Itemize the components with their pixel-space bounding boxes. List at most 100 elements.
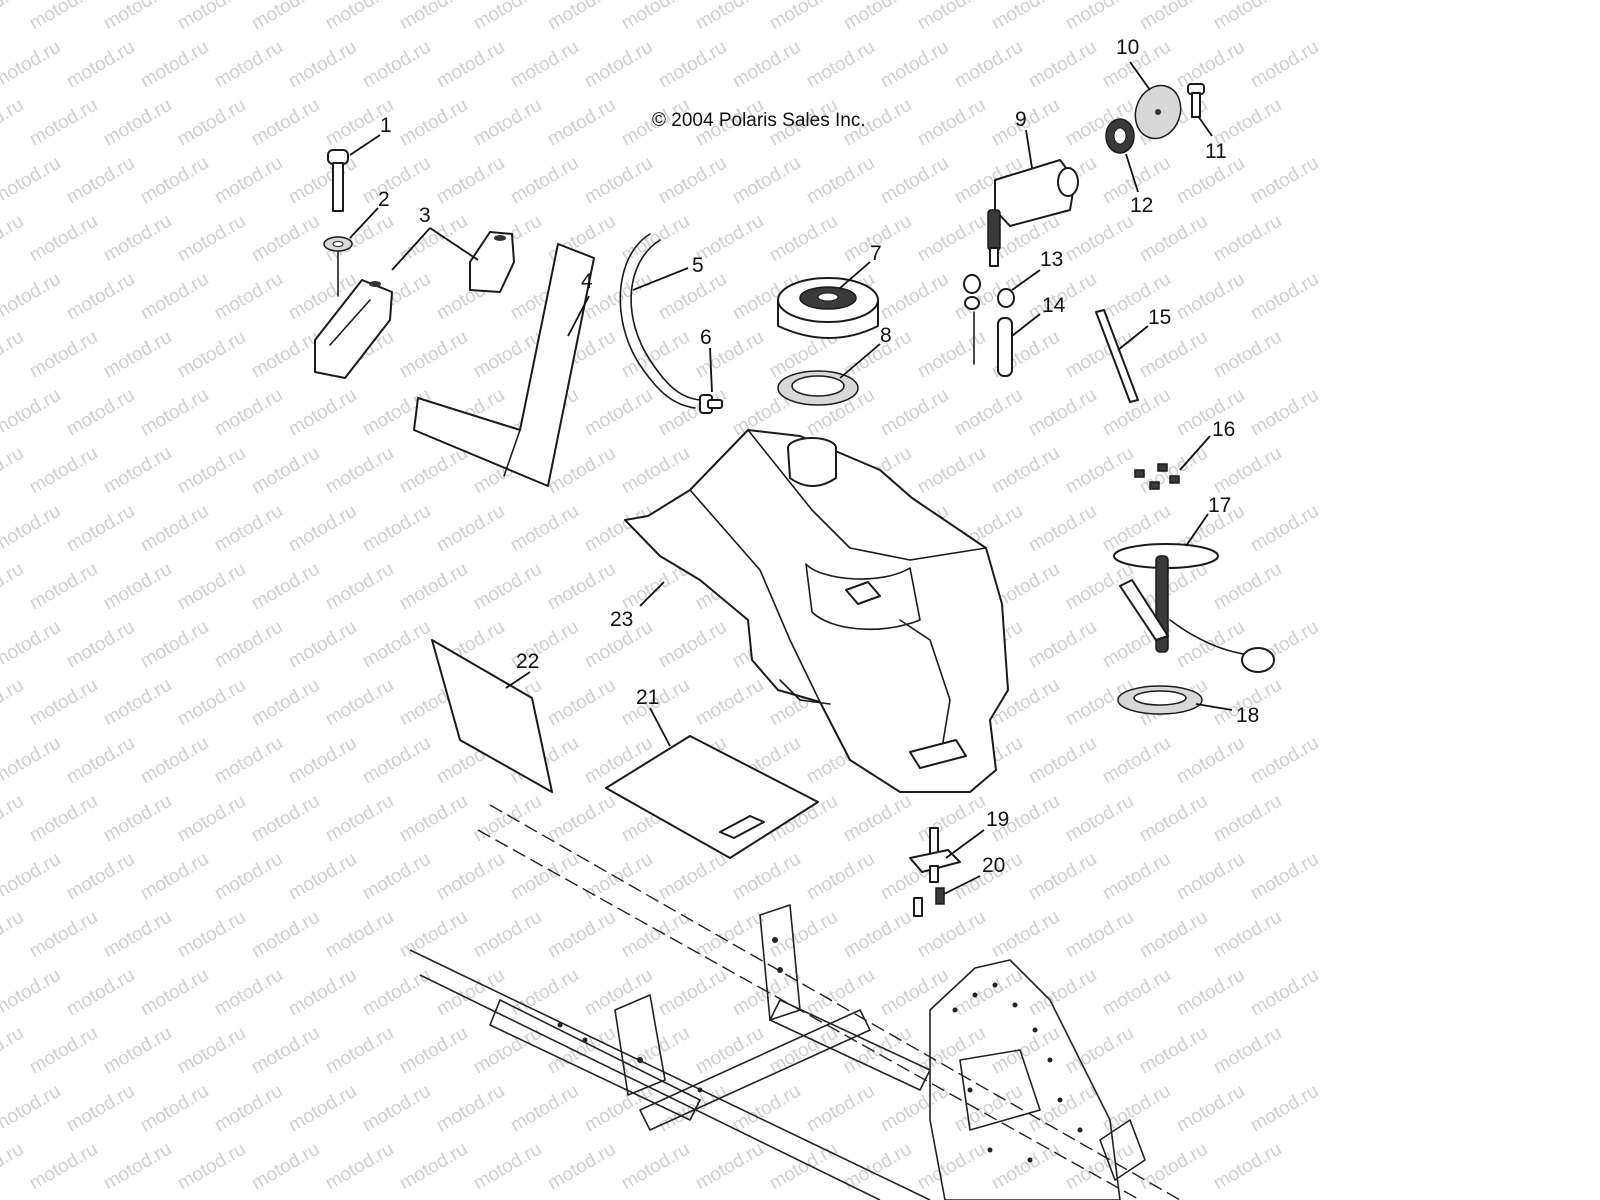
watermark-text: motod.ru (0, 907, 27, 963)
callout-11: 11 (1205, 140, 1227, 163)
watermark-text: motod.ru (174, 1023, 249, 1079)
watermark-text: motod.ru (655, 849, 730, 905)
part-22-pad (431, 639, 553, 793)
watermark-text: motod.ru (840, 791, 915, 847)
watermark-text: motod.ru (1247, 965, 1322, 1021)
watermark-text: motod.ru (322, 0, 397, 34)
watermark-text: motod.ru (1062, 791, 1137, 847)
callout-18: 18 (1236, 704, 1259, 727)
watermark-text: motod.ru (1173, 1081, 1248, 1137)
watermark-text: motod.ru (174, 1139, 249, 1195)
watermark-text: motod.ru (100, 675, 175, 731)
watermark-text: motod.ru (174, 95, 249, 151)
callout-22: 22 (516, 650, 539, 673)
watermark-text: motod.ru (396, 791, 471, 847)
callout-16: 16 (1212, 418, 1235, 441)
watermark-text: motod.ru (396, 95, 471, 151)
watermark-text: motod.ru (0, 385, 64, 441)
callout-10: 10 (1116, 36, 1139, 59)
watermark-text: motod.ru (1136, 211, 1211, 267)
watermark-text: motod.ru (544, 1139, 619, 1195)
watermark-text: motod.ru (1210, 907, 1285, 963)
watermark-text: motod.ru (1210, 1023, 1285, 1079)
watermark-text: motod.ru (174, 675, 249, 731)
watermark-text: motod.ru (248, 675, 323, 731)
watermark-text: motod.ru (581, 965, 656, 1021)
watermark-text: motod.ru (26, 559, 101, 615)
watermark-text: motod.ru (1173, 1197, 1248, 1200)
watermark-text: motod.ru (63, 965, 138, 1021)
part-15-rod (1095, 309, 1139, 403)
watermark-text: motod.ru (877, 153, 952, 209)
watermark-text: motod.ru (359, 617, 434, 673)
watermark-text: motod.ru (26, 675, 101, 731)
watermark-text: motod.ru (137, 849, 212, 905)
part-20-bolts (913, 887, 945, 917)
watermark-text: motod.ru (359, 501, 434, 557)
watermark-text: motod.ru (470, 907, 545, 963)
watermark-text: motod.ru (507, 153, 582, 209)
watermark-text: motod.ru (1210, 1139, 1285, 1195)
watermark-text: motod.ru (655, 37, 730, 93)
part-18-sender-gasket (1117, 685, 1203, 715)
watermark-text: motod.ru (1210, 327, 1285, 383)
watermark-text: motod.ru (26, 907, 101, 963)
callout-4: 4 (581, 270, 593, 293)
watermark-text: motod.ru (100, 559, 175, 615)
part-6-fitting (699, 394, 723, 414)
watermark-text: motod.ru (0, 1023, 27, 1079)
watermark-text: motod.ru (544, 791, 619, 847)
watermark-text: motod.ru (988, 1139, 1063, 1195)
callout-8: 8 (880, 324, 892, 347)
watermark-text: motod.ru (1247, 153, 1322, 209)
watermark-text: motod.ru (63, 617, 138, 673)
callout-12: 12 (1130, 194, 1153, 217)
watermark-text: motod.ru (248, 1023, 323, 1079)
watermark-text: motod.ru (507, 1081, 582, 1137)
callout-6: 6 (700, 326, 712, 349)
watermark-text: motod.ru (914, 1139, 989, 1195)
watermark-text: motod.ru (322, 1139, 397, 1195)
watermark-text: motod.ru (0, 1139, 27, 1195)
watermark-text: motod.ru (63, 1197, 138, 1200)
watermark-text: motod.ru (63, 1081, 138, 1137)
part-14-tubes (973, 311, 1013, 377)
watermark-text: motod.ru (1099, 385, 1174, 441)
callout-3: 3 (419, 204, 431, 227)
watermark-text: motod.ru (729, 1197, 804, 1200)
watermark-text: motod.ru (1247, 733, 1322, 789)
watermark-text: motod.ru (0, 849, 64, 905)
watermark-text: motod.ru (322, 1023, 397, 1079)
watermark-text: motod.ru (951, 385, 1026, 441)
watermark-text: motod.ru (544, 675, 619, 731)
watermark-text: motod.ru (396, 443, 471, 499)
watermark-text: motod.ru (0, 501, 64, 557)
watermark-text: motod.ru (914, 907, 989, 963)
callout-1: 1 (380, 114, 392, 137)
watermark-text: motod.ru (100, 211, 175, 267)
watermark-text: motod.ru (1136, 1139, 1211, 1195)
watermark-text: motod.ru (877, 269, 952, 325)
watermark-text: motod.ru (1247, 1197, 1322, 1200)
watermark-text: motod.ru (285, 37, 360, 93)
watermark-text: motod.ru (1210, 211, 1285, 267)
watermark-text: motod.ru (248, 907, 323, 963)
callout-13: 13 (1040, 248, 1063, 271)
callout-19: 19 (986, 808, 1009, 831)
watermark-text: motod.ru (211, 1197, 286, 1200)
watermark-text: motod.ru (0, 559, 27, 615)
watermark-text: motod.ru (100, 0, 175, 34)
watermark-text: motod.ru (211, 1081, 286, 1137)
watermark-text: motod.ru (951, 269, 1026, 325)
watermark-text: motod.ru (285, 1081, 360, 1137)
watermark-text: motod.ru (1210, 791, 1285, 847)
watermark-text: motod.ru (359, 1197, 434, 1200)
watermark-text: motod.ru (581, 849, 656, 905)
watermark-text: motod.ru (248, 211, 323, 267)
watermark-text: motod.ru (100, 443, 175, 499)
watermark-text: motod.ru (285, 733, 360, 789)
watermark-text: motod.ru (1210, 0, 1285, 34)
watermark-text: motod.ru (433, 153, 508, 209)
watermark-text: motod.ru (803, 965, 878, 1021)
watermark-text: motod.ru (1025, 385, 1100, 441)
